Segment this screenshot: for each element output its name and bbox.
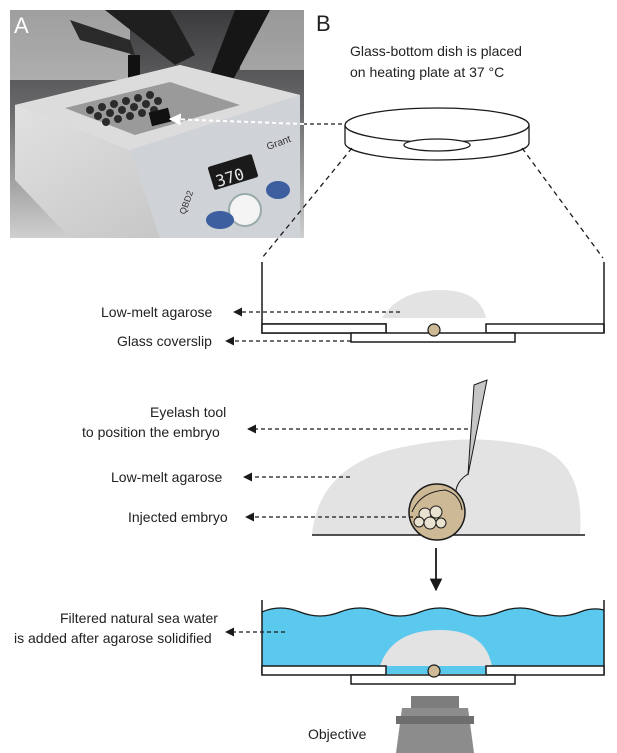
objective-label: Objective: [308, 726, 367, 742]
zoom-line-left: [261, 147, 353, 259]
dish-caption-line1: Glass-bottom dish is placed: [350, 43, 522, 59]
eyelash-tool: [467, 379, 488, 476]
agarose-label-2: Low-melt agarose: [111, 469, 223, 485]
embryo-positioning: [312, 379, 585, 541]
panel-a-label: A: [14, 13, 29, 38]
embryo-cells: [413, 505, 447, 530]
eyelash-label-line2: to position the embryo: [82, 424, 220, 440]
heating-block-holes: [86, 91, 162, 126]
glass-bottom-dish: [344, 107, 530, 161]
embryo-label: Injected embryo: [128, 509, 228, 525]
dish-cross-section: [261, 262, 605, 343]
objective-lens: [396, 696, 474, 753]
embryo-small: [427, 323, 441, 337]
panel-b-label: B: [316, 11, 331, 36]
coverslip-label: Glass coverslip: [117, 333, 212, 349]
dish-caption-line2: on heating plate at 37 °C: [350, 64, 505, 80]
sea-water-label-line1: Filtered natural sea water: [60, 610, 218, 626]
sea-water-label-line2: is added after agarose solidified: [14, 630, 212, 646]
dish-to-plate-arrow: [168, 113, 305, 126]
dish-with-sea-water: [261, 600, 605, 685]
agarose-label-1: Low-melt agarose: [101, 304, 213, 320]
heating-plate-photo: 370 Grant QBD2: [10, 10, 304, 238]
eyelash-label-line1: Eyelash tool: [150, 404, 227, 420]
zoom-line-right: [521, 147, 604, 259]
